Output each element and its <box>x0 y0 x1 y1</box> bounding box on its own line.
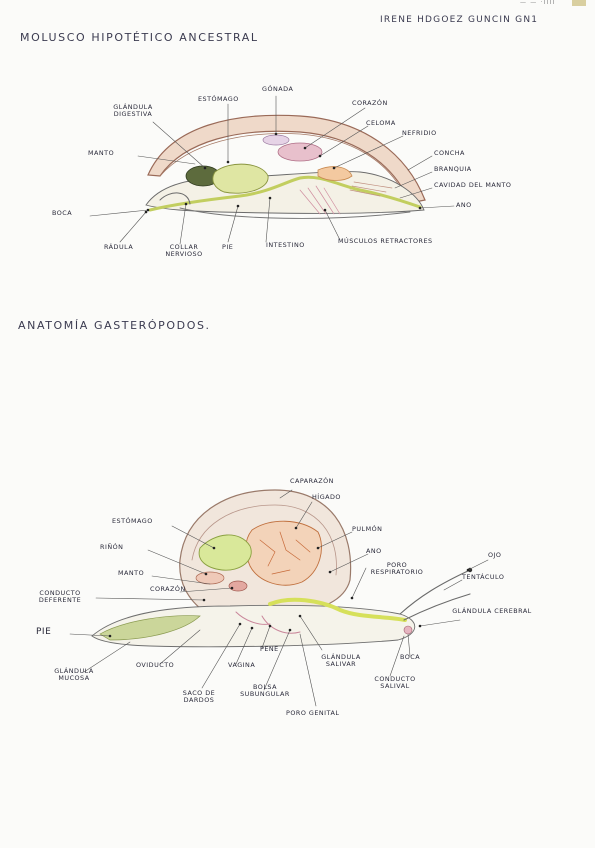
label-nefridio: Nefridio <box>402 129 437 137</box>
label-caparazon: Caparazón <box>290 477 334 485</box>
label-concha: Concha <box>434 149 465 157</box>
author-name: Irene Hdgoez Guncin GN1 <box>380 15 539 25</box>
mucous-gland <box>99 615 201 641</box>
label-pie-2: Pie <box>36 627 52 637</box>
label-branquia: Branquia <box>434 165 472 173</box>
label-cavidad-manto: Cavidad del manto <box>434 181 512 189</box>
label-saco-dardos: Saco de dardos <box>182 689 216 704</box>
tentacle-lower <box>403 593 471 621</box>
retractor-muscles <box>299 185 341 215</box>
label-conducto-deferente: Conducto deferente <box>38 589 82 604</box>
label-higado: Hígado <box>312 493 341 501</box>
diagram1-leader-lines <box>89 95 455 245</box>
label-estomago-2: Estómago <box>112 517 153 525</box>
label-estomago-1: Estómago <box>198 95 239 103</box>
label-celoma: Celoma <box>366 119 396 127</box>
label-gonada: Gónada <box>262 85 294 93</box>
label-musculos-retractores: Músculos retractores <box>338 237 433 245</box>
intestine-tube <box>148 175 422 212</box>
liver-shape <box>245 520 322 586</box>
label-conducto-salival: Conducto salival <box>374 675 416 690</box>
label-glandula-salivar: Glándula salivar <box>321 653 361 668</box>
label-pulmon: Pulmón <box>352 525 383 533</box>
eye-dot <box>467 567 473 573</box>
label-poro-genital: Poro genital <box>286 709 340 717</box>
label-collar-nervioso: Collar nervioso <box>165 243 203 258</box>
gill-lines <box>349 181 393 197</box>
diagram2-leader-lines <box>69 489 489 707</box>
diagram2-leader-dots <box>108 526 470 638</box>
diagram1-leader-dots <box>144 132 422 214</box>
label-oviducto: Oviducto <box>136 661 175 669</box>
reproductive-duct <box>235 611 301 634</box>
label-manto-2: Manto <box>118 569 145 577</box>
label-tentaculo: Tentáculo <box>462 573 505 581</box>
liver-veins <box>259 531 311 575</box>
gastropod-drawing <box>69 489 489 707</box>
label-corazon-2: Corazón <box>150 585 186 593</box>
stomach-shape <box>212 163 269 194</box>
diagram2-title: Anatomía gasterópodos. <box>18 319 211 332</box>
label-vagina: Vagina <box>228 661 256 669</box>
label-corazon-1: Corazón <box>352 99 388 107</box>
foot-shape <box>179 207 411 219</box>
label-ano-2: Ano <box>366 547 382 555</box>
label-ano-1: Ano <box>456 201 472 209</box>
kidney-shape <box>195 571 225 585</box>
heart-shape <box>277 142 323 162</box>
corner-tab <box>572 0 586 6</box>
label-rinon: Riñón <box>100 543 124 551</box>
label-poro-respiratorio: Poro respiratorio <box>370 561 424 576</box>
label-pie-1: Pie <box>222 243 234 251</box>
diagram1-title: Molusco hipotético ancestral <box>20 31 259 44</box>
mouth-dot <box>403 625 413 635</box>
tentacle-upper <box>399 569 471 615</box>
gastropod-foot <box>91 604 416 648</box>
label-glandula-digestiva: Glándula digestiva <box>113 103 153 118</box>
gastropod-stomach <box>198 534 252 571</box>
label-boca-1: Boca <box>52 209 73 217</box>
label-manto-1: Manto <box>88 149 115 157</box>
label-glandula-mucosa: Glándula mucosa <box>54 667 94 682</box>
nerve-collar <box>159 192 191 205</box>
shell-inner-line <box>159 133 409 203</box>
label-intestino: Intestino <box>266 241 305 249</box>
label-radula: Rádula <box>104 243 134 251</box>
salivary-gland <box>268 597 407 622</box>
shell-whorl-line <box>191 504 337 576</box>
label-glandula-cerebral: Glándula cerebral <box>452 607 532 615</box>
gastropod-heart <box>228 580 248 592</box>
label-pene: Pene <box>260 645 279 653</box>
gonad-shape <box>262 134 290 146</box>
label-bolsa-subungular: Bolsa subungular <box>240 683 290 698</box>
corner-mark: — — ·ıııı <box>520 0 556 6</box>
ancestral-mollusc-drawing <box>89 95 455 245</box>
label-boca-2: Boca <box>400 653 421 661</box>
label-ojo: Ojo <box>488 551 502 559</box>
nephridium-shape <box>317 166 353 181</box>
